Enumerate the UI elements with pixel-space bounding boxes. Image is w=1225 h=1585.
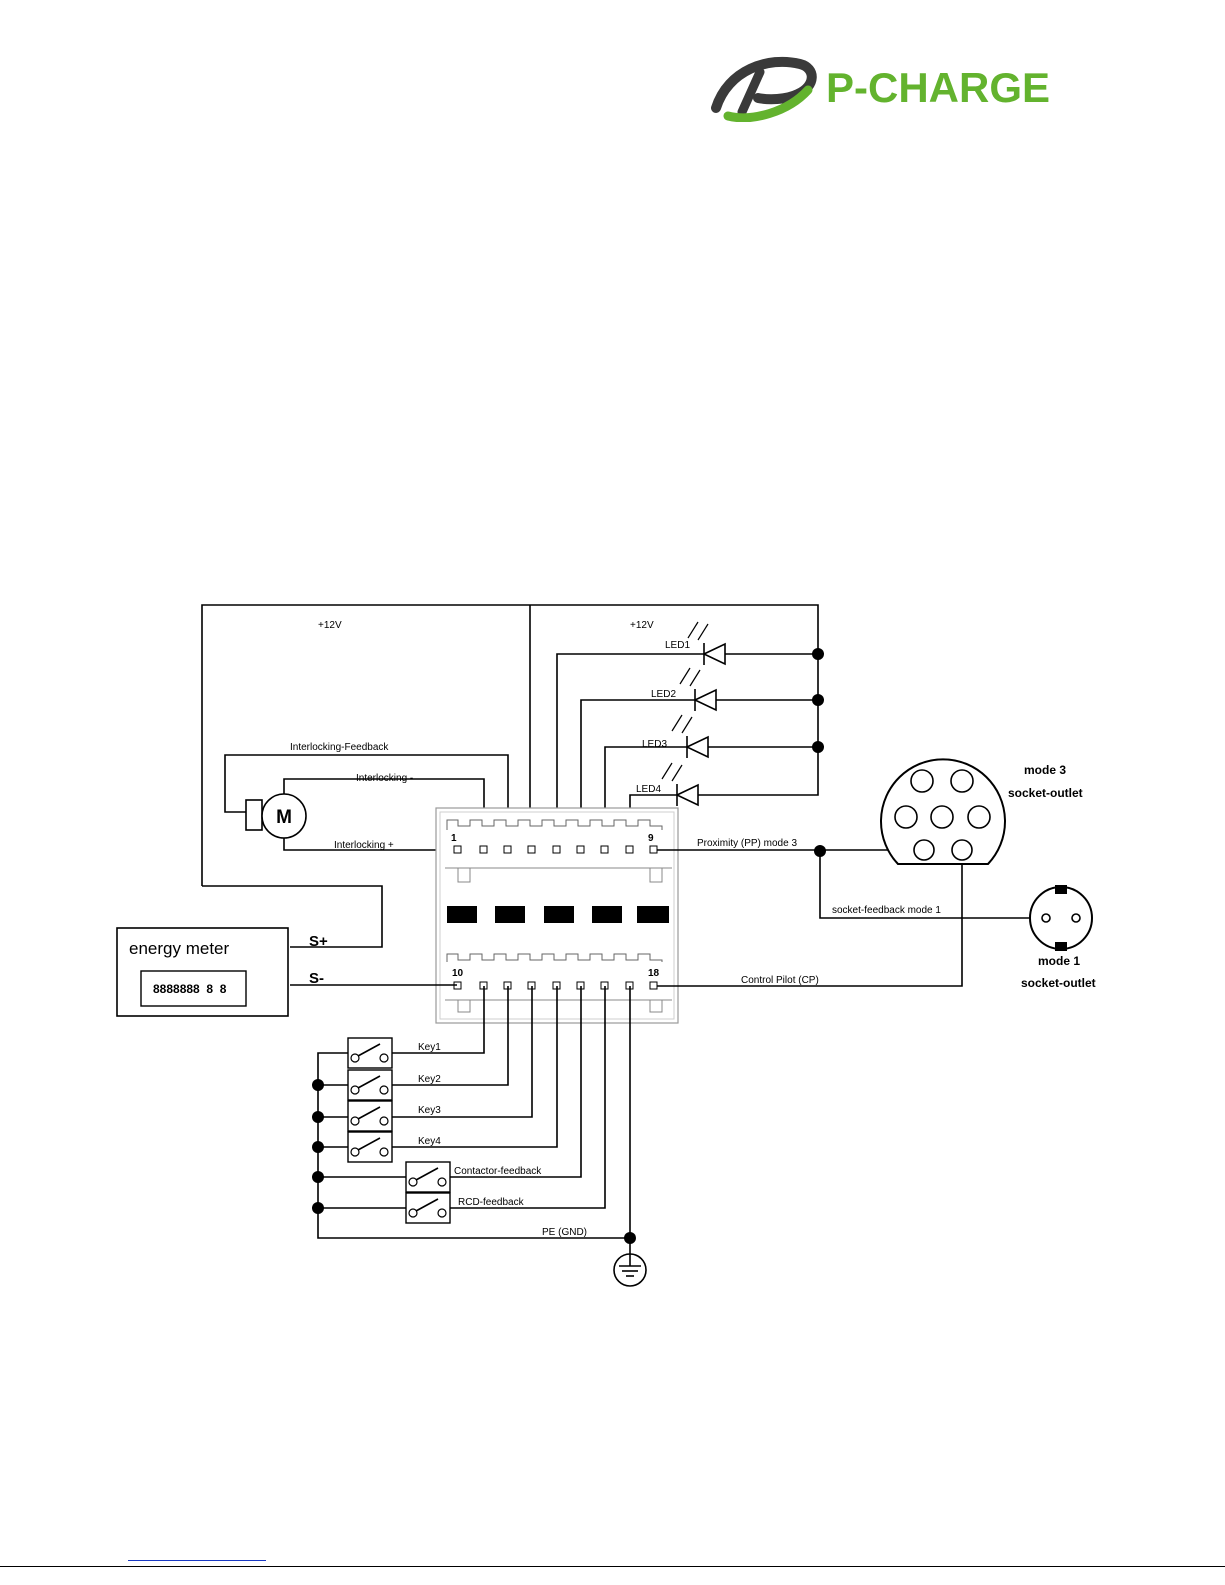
svg-text:M: M — [276, 807, 292, 828]
key2-label: Key2 — [418, 1074, 441, 1085]
led2-symbol — [679, 667, 717, 712]
junction-dot — [312, 1202, 324, 1214]
connector-pins-top — [453, 845, 658, 854]
pin-18-label: 18 — [648, 968, 660, 979]
mode3-sublabel: socket-outlet — [1008, 786, 1083, 800]
contactor-feedback-label: Contactor-feedback — [454, 1166, 542, 1177]
connector-block — [435, 807, 679, 1024]
s-plus-label: S+ — [309, 933, 328, 950]
socket-feedback-label: socket-feedback mode 1 — [832, 905, 941, 916]
supply-label-right: +12V — [630, 620, 654, 631]
contactor-feedback-switch — [405, 1161, 451, 1193]
energy-meter-title: energy meter — [129, 939, 229, 958]
key4-switch — [347, 1131, 393, 1163]
key1-label: Key1 — [418, 1042, 441, 1053]
mode3-label: mode 3 — [1024, 763, 1066, 777]
s-minus-label: S- — [309, 970, 324, 987]
pin-1-label: 1 — [451, 833, 457, 844]
mode3-socket-outlet — [880, 758, 1006, 865]
footer-rule — [0, 1566, 1225, 1567]
p-charge-logo-mark — [711, 56, 817, 122]
junction-dot — [312, 1141, 324, 1153]
interlocking-plus-label: Interlocking + — [334, 840, 394, 851]
led1-label: LED1 — [665, 640, 690, 651]
junction-dot — [312, 1111, 324, 1123]
junction-dot — [312, 1171, 324, 1183]
mode1-socket-outlet — [1029, 885, 1093, 951]
interlocking-minus-label: Interlocking - — [356, 773, 413, 784]
led3-label: LED3 — [642, 739, 667, 750]
mode1-sublabel: socket-outlet — [1021, 976, 1096, 990]
control-pilot-label: Control Pilot (CP) — [741, 975, 819, 986]
junction-dot — [624, 1232, 636, 1244]
key3-label: Key3 — [418, 1105, 441, 1116]
junction-dot — [812, 694, 824, 706]
led4-symbol — [661, 762, 699, 807]
led4-label: LED4 — [636, 784, 661, 795]
energy-meter-display: 8888888 8 8 — [153, 982, 227, 996]
footer-link-underline[interactable] — [128, 1560, 266, 1561]
led2-label: LED2 — [651, 689, 676, 700]
connector-pins-bottom — [453, 981, 658, 990]
rcd-feedback-switch — [405, 1192, 451, 1224]
socket-wires — [657, 849, 1032, 987]
led1-symbol — [687, 621, 726, 666]
junction-dot — [814, 845, 826, 857]
pe-gnd-label: PE (GND) — [542, 1227, 587, 1238]
led3-symbol — [671, 714, 709, 759]
motor-symbol: M — [245, 793, 307, 839]
pin-10-label: 10 — [452, 968, 464, 979]
p-charge-logo-text: P-CHARGE — [826, 64, 1050, 111]
key2-switch — [347, 1069, 393, 1101]
junction-dot — [812, 741, 824, 753]
p-charge-logo: P-CHARGE — [711, 56, 1050, 122]
ground-icon — [613, 1253, 647, 1287]
key4-label: Key4 — [418, 1136, 441, 1147]
pin-9-label: 9 — [648, 833, 654, 844]
key3-switch — [347, 1100, 393, 1132]
mode1-label: mode 1 — [1038, 954, 1080, 968]
proximity-label: Proximity (PP) mode 3 — [697, 838, 797, 849]
interlocking-feedback-label: Interlocking-Feedback — [290, 742, 389, 753]
junction-dot — [312, 1079, 324, 1091]
junction-dot — [812, 648, 824, 660]
key1-switch — [347, 1037, 393, 1069]
supply-label-left: +12V — [318, 620, 342, 631]
rcd-feedback-label: RCD-feedback — [458, 1197, 525, 1208]
energy-meter — [116, 927, 289, 1017]
